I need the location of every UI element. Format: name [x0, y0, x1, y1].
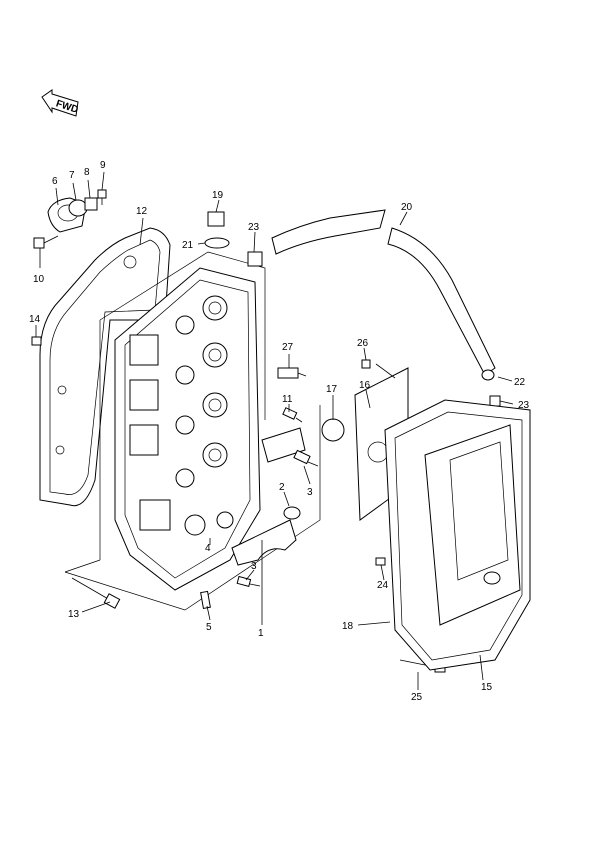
callout-23b: 23	[518, 400, 530, 411]
callout-1: 1	[258, 628, 264, 639]
callout-5: 5	[206, 622, 212, 633]
callout-21: 21	[182, 240, 194, 251]
head-gasket	[39, 227, 171, 507]
callout-12: 12	[136, 206, 148, 217]
callout-8: 8	[84, 167, 90, 178]
callouts: 1 2 3 3 4 5 6 7 8 9 10 11 12 13 14 15 16…	[29, 160, 530, 703]
callout-26: 26	[357, 338, 369, 349]
callout-9: 9	[100, 160, 106, 171]
callout-7: 7	[69, 170, 75, 181]
head-cover	[384, 399, 531, 671]
callout-2: 2	[279, 482, 285, 493]
cylinder-head-box	[64, 251, 321, 611]
cylinder-head	[114, 267, 261, 591]
callout-6: 6	[52, 176, 58, 187]
callout-4: 4	[205, 543, 211, 554]
callout-25: 25	[411, 692, 423, 703]
bearing-cap	[231, 427, 306, 566]
callout-3a: 3	[307, 487, 313, 498]
bolt-icon	[282, 407, 303, 423]
bolt-icon	[71, 577, 121, 609]
callout-13: 13	[68, 609, 80, 620]
callout-17: 17	[326, 384, 338, 395]
callout-3b: 3	[251, 561, 257, 572]
screw-icon	[97, 189, 107, 205]
callout-14: 14	[29, 314, 41, 325]
callout-10: 10	[33, 274, 45, 285]
bolt-icon	[236, 575, 261, 588]
fwd-arrow-icon: FWD	[41, 89, 80, 117]
callout-23a: 23	[248, 222, 260, 233]
callout-15: 15	[481, 682, 493, 693]
bolt-icon	[33, 235, 59, 249]
callout-18: 18	[342, 621, 354, 632]
leader-lines	[35, 171, 514, 690]
callout-20: 20	[401, 202, 413, 213]
callout-19: 19	[212, 190, 224, 201]
breather-hose	[271, 209, 496, 381]
callout-16: 16	[359, 380, 371, 391]
bolt-icon	[293, 449, 319, 467]
callout-27: 27	[282, 342, 294, 353]
callout-24: 24	[377, 580, 389, 591]
callout-22: 22	[514, 377, 526, 388]
callout-11: 11	[282, 394, 293, 405]
